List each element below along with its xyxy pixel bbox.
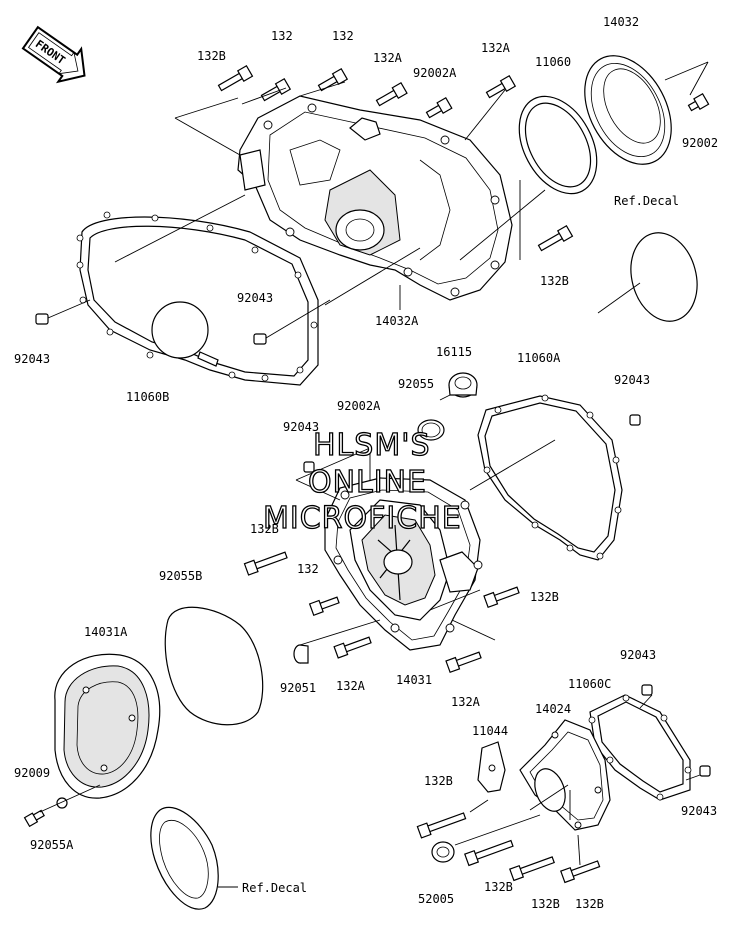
watermark-line-3: MICROFICHE: [263, 501, 462, 536]
ref-decal-bottom: [150, 806, 238, 910]
bolts-middle: [243, 551, 520, 674]
label-92043: 92043: [620, 648, 656, 662]
bottom-right-leader-lines: [454, 694, 701, 866]
label-92043: 92043: [283, 420, 319, 434]
label-132b: 132B: [424, 774, 453, 788]
label-ref-decal: Ref.Decal: [242, 881, 307, 895]
label-132b: 132B: [575, 897, 604, 911]
label-92055b: 92055B: [159, 569, 202, 583]
label-132: 132: [271, 29, 293, 43]
cover-14032: [584, 55, 672, 165]
ref-decal-oval-top: [597, 232, 698, 322]
bolt-92009: [23, 784, 101, 828]
label-132b: 132B: [530, 590, 559, 604]
label-14032a: 14032A: [375, 314, 419, 328]
label-132a: 132A: [336, 679, 366, 693]
watermark-line-2: ONLINE: [308, 465, 427, 500]
label-92009: 92009: [14, 766, 50, 780]
oil-seal-52005: [431, 841, 455, 863]
bolts-top: [217, 64, 710, 252]
label-132a: 132A: [451, 695, 481, 709]
label-52005: 52005: [418, 892, 454, 906]
label-ref-decal: Ref.Decal: [614, 194, 679, 208]
label-132b: 132B: [197, 49, 226, 63]
oil-filler-cap-16115: [448, 372, 478, 398]
label-132b: 132B: [250, 522, 279, 536]
label-11044: 11044: [472, 724, 508, 738]
clutch-cover-14031: [324, 477, 483, 651]
label-92002: 92002: [682, 136, 718, 150]
label-14031: 14031: [396, 673, 432, 687]
label-92002a: 92002A: [337, 399, 381, 413]
label-14032: 14032: [603, 15, 639, 29]
gasket-11060c: [588, 694, 692, 801]
label-92055a: 92055A: [30, 838, 74, 852]
gasket-11060b: [76, 211, 319, 386]
label-11060c: 11060C: [568, 677, 611, 691]
label-132b: 132B: [484, 880, 513, 894]
part-number-labels: 132B 132 132 132A 92002A 132A 11060 1403…: [14, 15, 718, 911]
label-92043: 92043: [14, 352, 50, 366]
label-132a: 132A: [373, 51, 403, 65]
label-132: 132: [332, 29, 354, 43]
top-leader-lines: [47, 61, 709, 339]
gasket-11060a: [477, 394, 623, 561]
washer-92051: [293, 644, 309, 664]
label-11060b: 11060B: [126, 390, 169, 404]
label-92002a: 92002A: [413, 66, 457, 80]
outer-cover-14032a: [237, 95, 513, 301]
watermark-line-1: HLSM'S: [313, 428, 431, 463]
label-132: 132: [297, 562, 319, 576]
label-11060: 11060: [535, 55, 571, 69]
watermark: HLSM'S ONLINE MICROFICHE: [262, 427, 462, 536]
cover-14031a: [54, 653, 161, 799]
label-92043: 92043: [681, 804, 717, 818]
label-16115: 16115: [436, 345, 472, 359]
dowel-pins: [35, 313, 711, 777]
oring-92055: [417, 419, 445, 441]
label-11060a: 11060A: [517, 351, 561, 365]
label-92043: 92043: [614, 373, 650, 387]
label-14024: 14024: [535, 702, 571, 716]
bracket-11044: [477, 741, 506, 793]
front-direction-arrow: FRONT: [21, 25, 86, 84]
label-132b: 132B: [540, 274, 569, 288]
label-92051: 92051: [280, 681, 316, 695]
middle-leader-lines: [295, 394, 556, 646]
label-132a: 132A: [481, 41, 511, 55]
bolts-bottom-right: [416, 812, 601, 884]
gasket-92055b: [164, 606, 264, 726]
gasket-11060: [518, 95, 598, 195]
label-14031a: 14031A: [84, 625, 128, 639]
label-92043: 92043: [237, 291, 273, 305]
label-132b: 132B: [531, 897, 560, 911]
label-92055: 92055: [398, 377, 434, 391]
cover-14024: [519, 719, 611, 831]
